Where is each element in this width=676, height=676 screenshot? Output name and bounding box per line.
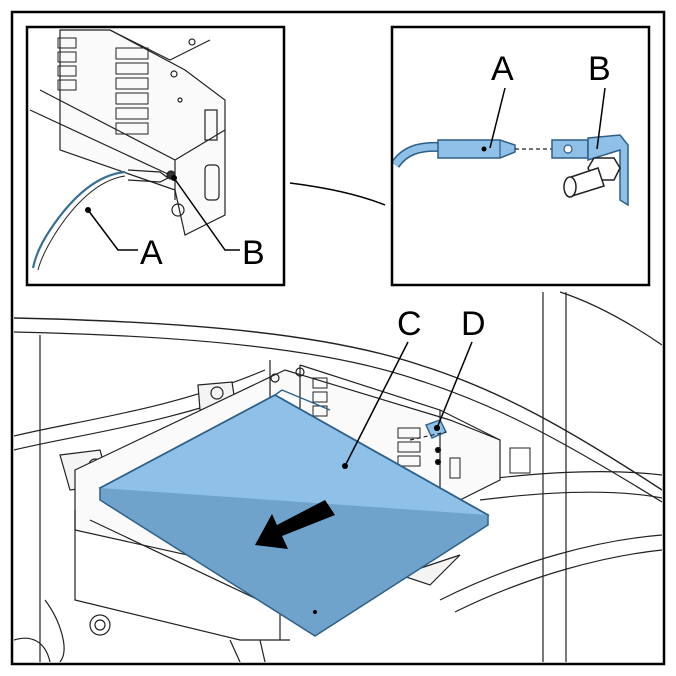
callout-c: C [397,305,422,343]
inset-left-frame [25,25,286,287]
callout-a-right: A [491,50,514,88]
inset-right-frame [390,25,651,287]
removal-direction-arrow [255,500,335,549]
inset-connector-line [289,182,386,206]
callout-a-left: A [140,234,163,272]
callout-d: D [461,305,486,343]
inset-left: A B [25,25,286,287]
inset-right: A B [390,25,651,287]
main-view: C D [14,291,662,662]
callout-b-left: B [242,234,265,272]
callout-b-right: B [588,50,611,88]
